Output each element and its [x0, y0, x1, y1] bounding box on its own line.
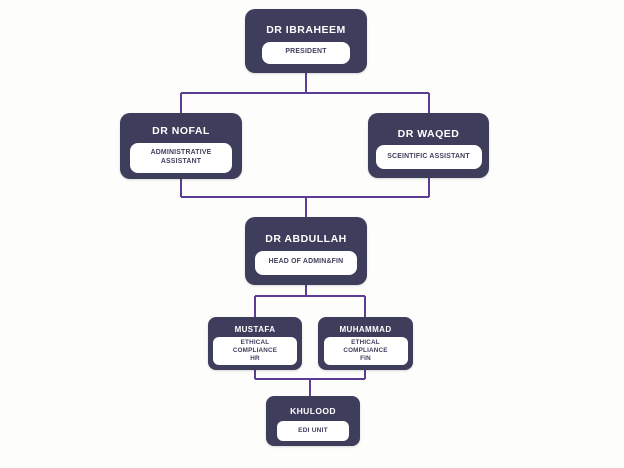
node-title-pill: ADMINISTRATIVE ASSISTANT — [130, 142, 232, 173]
node-name: DR IBRAHEEM — [266, 24, 346, 37]
node-title: ADMINISTRATIVE ASSISTANT — [150, 149, 212, 165]
node-title: ETHICAL COMPLIANCE HR — [232, 339, 278, 362]
node-name: DR NOFAL — [152, 125, 210, 138]
node-name: DR ABDULLAH — [265, 233, 347, 246]
org-node-dr-ibraheem: DR IBRAHEEM PRESIDENT — [245, 9, 367, 73]
node-title: PRESIDENT — [285, 48, 327, 56]
node-title-pill: HEAD OF ADMIN&FIN — [255, 250, 357, 275]
org-node-khulood: KHULOOD EDI UNIT — [266, 396, 360, 446]
connector-compliance-to-edi — [254, 370, 366, 396]
node-title: EDI UNIT — [298, 426, 328, 434]
connector-assistants-to-head — [180, 178, 430, 217]
node-name: DR WAQED — [397, 127, 460, 140]
node-title-pill: SCEINTIFIC ASSISTANT — [375, 145, 482, 170]
node-title: SCEINTIFIC ASSISTANT — [387, 152, 470, 160]
org-node-muhammad: MUHAMMAD ETHICAL COMPLIANCE FIN — [318, 317, 413, 370]
org-node-mustafa: MUSTAFA ETHICAL COMPLIANCE HR — [208, 317, 302, 370]
node-title-pill: PRESIDENT — [262, 41, 350, 64]
node-name: MUHAMMAD — [339, 325, 392, 335]
connector-president-to-assistants — [180, 73, 430, 113]
node-title-pill: ETHICAL COMPLIANCE HR — [213, 337, 297, 365]
org-node-dr-abdullah: DR ABDULLAH HEAD OF ADMIN&FIN — [245, 217, 367, 285]
node-title-pill: EDI UNIT — [277, 420, 349, 441]
connector-head-to-compliance — [254, 285, 366, 317]
node-title: ETHICAL COMPLIANCE FIN — [343, 339, 388, 362]
node-title-pill: ETHICAL COMPLIANCE FIN — [323, 337, 408, 365]
node-name: KHULOOD — [290, 406, 336, 417]
org-node-dr-nofal: DR NOFAL ADMINISTRATIVE ASSISTANT — [120, 113, 242, 179]
node-title: HEAD OF ADMIN&FIN — [268, 258, 344, 266]
node-name: MUSTAFA — [234, 325, 276, 335]
org-node-dr-waqed: DR WAQED SCEINTIFIC ASSISTANT — [368, 113, 489, 178]
